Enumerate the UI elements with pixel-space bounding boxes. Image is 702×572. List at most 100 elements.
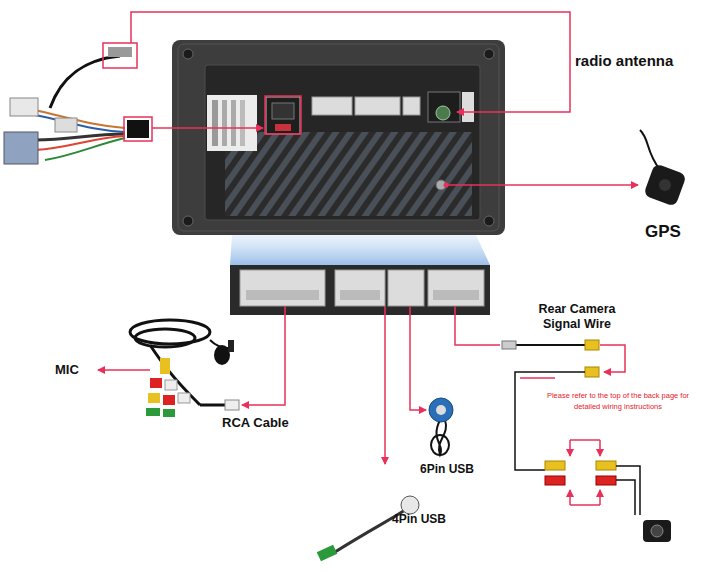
rear-camera-part	[545, 461, 565, 470]
part-label: 4Pin USB	[392, 512, 446, 526]
usb-4pin-part	[401, 496, 419, 514]
usb-6pin-part	[431, 435, 449, 455]
part-label: 6Pin USB	[420, 462, 474, 476]
rear-camera-part	[585, 367, 599, 377]
wiring-harness-part	[103, 43, 137, 68]
leader-line-part	[410, 306, 426, 410]
rear-camera-part	[596, 476, 616, 485]
head-unit-part	[275, 124, 291, 131]
head-unit-part	[240, 100, 245, 146]
wiring-harness	[4, 43, 152, 164]
rca-cable-part	[228, 340, 234, 352]
rca-cable-part	[146, 408, 160, 416]
rear-camera-part	[505, 344, 592, 346]
leader-line-part	[242, 306, 285, 405]
leader-line-part	[569, 440, 571, 456]
usb-6pin	[429, 398, 453, 455]
rear-camera	[502, 340, 671, 542]
wiring-harness-part	[35, 115, 125, 132]
gps-antenna-part	[640, 130, 660, 170]
head-unit-part	[172, 40, 505, 235]
part-label: GPS	[645, 222, 681, 242]
leader-dot	[444, 183, 449, 188]
connector-zoom-part	[246, 290, 319, 300]
leader-line-part	[131, 12, 570, 112]
gps-antenna-part	[643, 163, 687, 207]
connector-zoom-part	[428, 270, 484, 306]
leader-line-part	[569, 490, 571, 505]
wiring-harness-part	[108, 47, 132, 57]
connector-zoom-part	[230, 235, 490, 265]
connector-zoom-part	[335, 270, 385, 306]
rear-camera-part	[643, 520, 671, 542]
rca-cable-part	[150, 378, 162, 388]
rca-cable-part	[148, 393, 160, 403]
leader-line-part	[152, 127, 263, 129]
wiring-harness-part	[45, 138, 125, 160]
connector-zoom-part	[388, 270, 424, 306]
rear-camera-part	[596, 461, 616, 470]
head-unit-part	[462, 92, 474, 122]
wiring-harness-part	[4, 132, 38, 164]
connector-zoom-part	[240, 270, 325, 306]
head-unit-part	[183, 216, 193, 226]
head-unit-part	[231, 100, 236, 146]
usb-4pin	[317, 496, 419, 561]
rear-camera-part	[616, 480, 635, 515]
head-unit-part	[183, 49, 193, 59]
rear-camera-part	[651, 525, 663, 537]
connector-zoom-part	[230, 265, 490, 315]
leader-line-part	[520, 377, 555, 379]
rca-cable	[130, 320, 239, 417]
leader-line	[98, 12, 638, 505]
usb-6pin-part	[429, 398, 453, 422]
connector-zoom-part	[340, 290, 380, 300]
usb-4pin-part	[317, 545, 338, 562]
rca-cable-part	[135, 329, 195, 347]
leader-line-part	[570, 504, 600, 506]
leader-line-part	[98, 369, 150, 371]
leader-line-part	[600, 345, 625, 372]
head-unit-part	[266, 97, 300, 134]
leader-line-part	[570, 439, 600, 441]
wiring-harness-part	[127, 120, 149, 138]
wiring-harness-part	[35, 136, 125, 150]
wiring-harness-part	[55, 118, 77, 132]
rear-camera-part	[585, 340, 599, 350]
head-unit-part	[207, 95, 257, 151]
rca-cable-part	[160, 358, 170, 374]
rear-camera-part	[502, 341, 516, 349]
head-unit-part	[222, 100, 227, 146]
rca-cable-part	[163, 395, 175, 405]
wiring-harness-part	[10, 98, 38, 116]
rca-cable-part	[214, 345, 230, 365]
head-unit-part	[484, 49, 494, 59]
leader-line-part	[599, 490, 601, 505]
part-label: Rear Camera Signal Wire	[522, 302, 632, 332]
usb-6pin-part	[436, 405, 446, 415]
head-unit-part	[312, 97, 352, 115]
connector-zoom	[230, 235, 490, 315]
part-label: radio antenna	[575, 52, 673, 69]
head-unit-part	[484, 216, 494, 226]
leader-line-part	[446, 184, 638, 186]
leader-line-part	[599, 440, 601, 456]
rear-camera-part	[545, 476, 565, 485]
head-unit-part	[265, 96, 301, 134]
rear-camera-part	[515, 372, 585, 470]
leader-line-part	[455, 306, 500, 345]
part-label: RCA Cable	[222, 415, 289, 430]
head-unit-part	[178, 44, 499, 231]
head-unit-part	[205, 65, 480, 220]
head-unit-part	[403, 97, 420, 115]
rear-camera-part	[616, 466, 640, 515]
rca-cable-part	[178, 393, 190, 403]
head-unit-part	[436, 106, 450, 120]
wiring-harness-part	[50, 56, 120, 108]
rca-cable-part	[225, 400, 239, 410]
head-unit-part	[272, 103, 294, 119]
head-unit-part	[428, 92, 460, 122]
head-unit-part	[225, 132, 472, 216]
rca-cable-part	[165, 380, 177, 390]
